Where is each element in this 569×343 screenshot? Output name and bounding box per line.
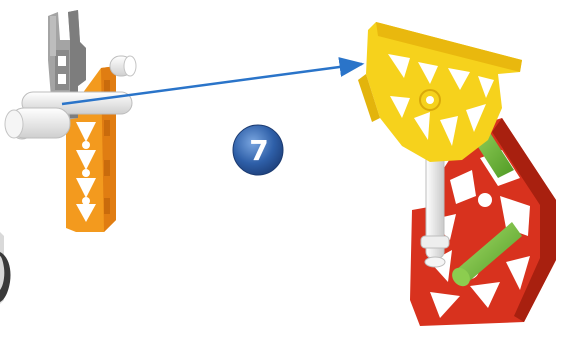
partial-part-left-edge bbox=[0, 232, 11, 304]
step-number-text: 7 bbox=[249, 134, 268, 167]
left-subassembly bbox=[5, 10, 136, 232]
right-assembly bbox=[358, 22, 556, 326]
step-number-badge: 7 bbox=[233, 125, 283, 175]
